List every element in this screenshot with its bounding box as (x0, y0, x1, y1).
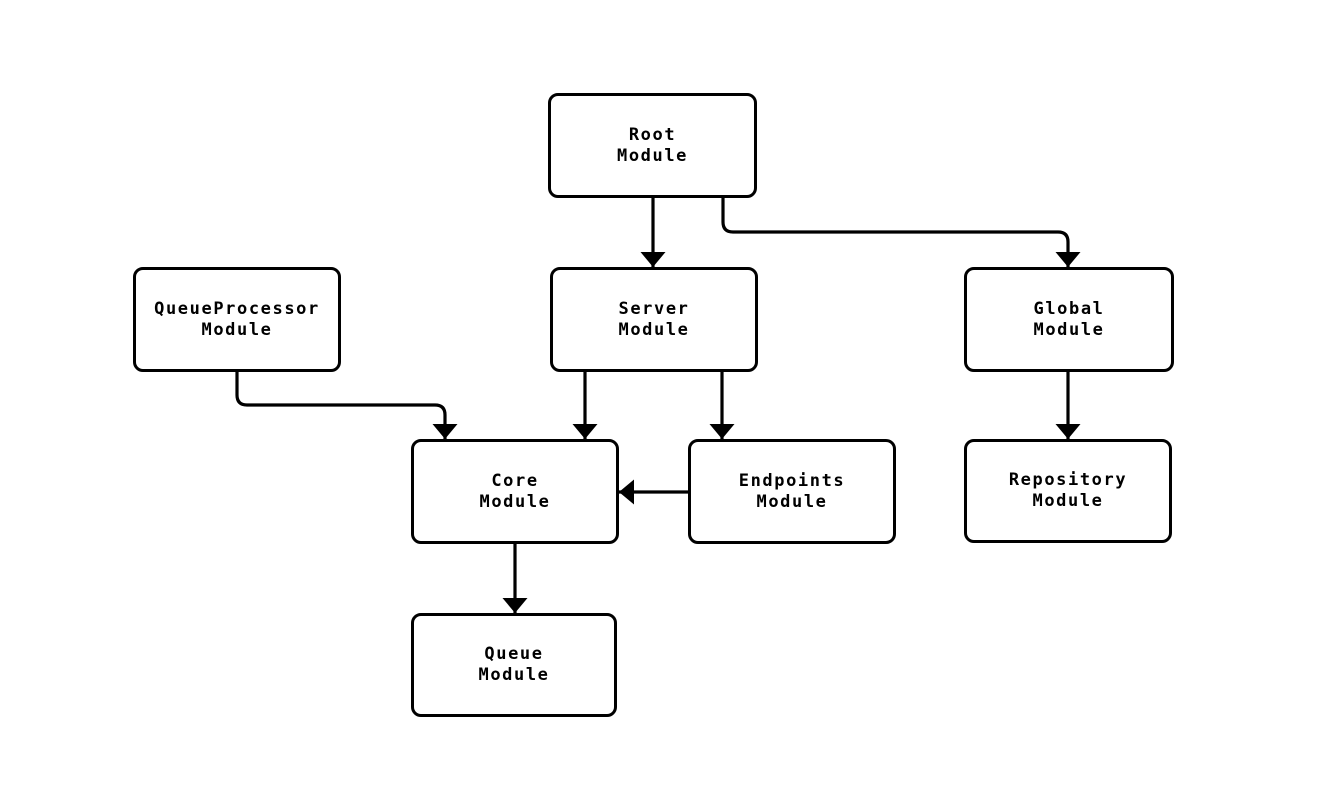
edge-root-module-to-global-module (721, 198, 1081, 267)
node-sublabel: Module (1033, 319, 1105, 340)
node-label: Endpoints (738, 470, 846, 491)
node-sublabel: Module (756, 491, 828, 512)
node-sublabel: Module (616, 145, 688, 166)
node-sublabel: Module (1032, 491, 1104, 511)
node-sublabel: Module (201, 319, 273, 340)
edge-queueprocessor-module-to-core-module (235, 372, 458, 439)
node-label: Server (618, 298, 690, 319)
node-label: Global (1033, 298, 1105, 319)
node-label: Root (628, 124, 677, 145)
node-sublabel: Module (478, 665, 550, 685)
node-sublabel: Module (618, 319, 690, 340)
node-label: Queue (484, 644, 544, 664)
node-label: Core (491, 470, 539, 491)
node-label: Repository (1008, 470, 1128, 490)
node-label: QueueProcessor (154, 298, 320, 319)
node-sublabel: Module (479, 491, 551, 512)
